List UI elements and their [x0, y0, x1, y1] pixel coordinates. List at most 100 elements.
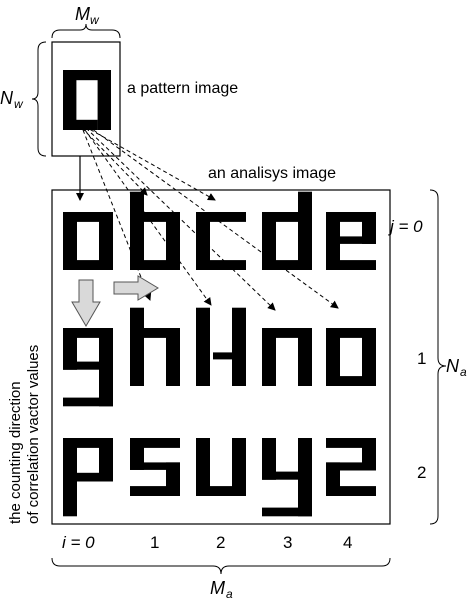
glyph-s-r2-c1: [130, 438, 180, 496]
glyph-stroke: [326, 260, 376, 270]
glyph-stroke: [196, 438, 210, 496]
glyph-stroke: [262, 471, 312, 480]
glyph-stroke: [99, 212, 113, 270]
col-label-2: 2: [216, 533, 225, 552]
glyph-stroke: [196, 307, 210, 386]
glyph-n-r1-c3: [262, 328, 312, 386]
glyph-stroke: [63, 438, 113, 448]
pattern-glyph-a: [63, 70, 111, 130]
glyph-stroke: [63, 212, 77, 270]
glyph-stroke: [326, 328, 376, 338]
glyph-stroke: [63, 397, 113, 407]
glyph-stroke: [326, 376, 376, 386]
pattern-width-brace: [51, 23, 121, 39]
glyph-stroke: [63, 472, 113, 482]
glyph-stroke: [213, 352, 233, 360]
glyph-stroke: [326, 328, 340, 386]
glyph-a-r0-c0: [63, 212, 113, 270]
cols-brace: [51, 557, 391, 575]
glyph-stroke: [262, 328, 312, 338]
cols-symbol: M: [210, 578, 225, 598]
col-label-4: 4: [343, 533, 352, 552]
glyph-stroke: [130, 191, 144, 270]
glyph-stroke: [130, 438, 180, 448]
glyph-k-r1-c2: [196, 307, 246, 386]
col-label-0: i = 0: [62, 533, 95, 552]
glyph-stroke: [130, 212, 180, 222]
glyph-z-r2-c4: [326, 438, 376, 496]
dashed-arrow-to-n: [85, 127, 276, 311]
pattern-height-subscript: w: [14, 97, 24, 111]
glyph-stroke: [298, 191, 312, 270]
glyph-stroke: [232, 438, 246, 496]
glyph-stroke: [104, 263, 113, 270]
glyph-stroke: [97, 70, 111, 130]
pattern-glyph-a: [63, 70, 111, 130]
row-label-1: 1: [417, 349, 426, 368]
glyph-stroke: [326, 438, 376, 448]
rows-brace: [429, 189, 447, 525]
glyph-stroke: [166, 328, 180, 386]
direction-text-line1: the counting direction: [7, 381, 24, 524]
dashed-arrow-to-h: [82, 129, 152, 301]
pattern-width-symbol: M: [75, 4, 90, 24]
glyph-stroke: [362, 438, 376, 467]
glyph-stroke: [262, 328, 276, 386]
glyph-stroke: [326, 212, 376, 222]
glyph-stroke: [102, 122, 111, 130]
analysis-caption: an analisys image: [208, 165, 336, 182]
glyph-stroke: [196, 212, 246, 222]
glyph-stroke: [63, 119, 98, 130]
glyph-h-r1-c1: [130, 307, 180, 386]
glyph-d-r0-c3: [262, 191, 312, 270]
glyph-stroke: [326, 486, 376, 496]
direction-text-line2: of correlation vactor values: [25, 345, 42, 524]
glyph-stroke: [130, 260, 180, 270]
row-label-0: j = 0: [388, 217, 423, 236]
direction-arrow-down: [71, 279, 101, 327]
glyph-stroke: [63, 328, 77, 370]
glyph-stroke: [326, 236, 376, 244]
glyph-stroke: [63, 70, 77, 130]
analysis-image-box: [51, 189, 391, 525]
rows-symbol: N: [446, 356, 460, 376]
pattern-width-subscript: w: [90, 13, 100, 27]
glyph-stroke: [262, 212, 312, 222]
glyph-stroke: [232, 307, 246, 386]
glyph-stroke: [99, 438, 113, 482]
col-label-3: 3: [283, 533, 292, 552]
pattern-caption: a pattern image: [127, 80, 238, 97]
glyph-o-r1-c4: [326, 328, 376, 386]
dashed-arrow-to-b: [81, 127, 148, 196]
glyph-stroke: [63, 361, 113, 370]
glyph-stroke: [130, 307, 144, 386]
glyph-stroke: [130, 328, 180, 338]
glyph-stroke: [237, 489, 246, 496]
glyph-p-r2-c0: [63, 438, 113, 517]
glyph-stroke: [63, 70, 111, 81]
pattern-height-brace: [31, 41, 47, 157]
glyph-u-r2-c2: [196, 438, 246, 496]
glyph-stroke: [63, 260, 99, 270]
glyph-stroke: [326, 462, 376, 471]
glyph-stroke: [362, 328, 376, 386]
glyph-stroke: [262, 438, 276, 480]
dashed-arrow-to-o: [87, 125, 339, 309]
glyph-stroke: [262, 507, 312, 517]
glyph-stroke: [196, 260, 246, 270]
glyph-stroke: [166, 212, 180, 270]
col-label-1: 1: [150, 533, 159, 552]
direction-arrow-right: [113, 275, 159, 301]
glyph-y-r2-c3: [262, 438, 312, 517]
cols-symbol-subscript: a: [226, 587, 233, 601]
glyph-b-r0-c1: [130, 191, 180, 270]
glyph-stroke: [130, 486, 180, 496]
glyph-stroke: [262, 260, 312, 270]
glyph-stroke: [196, 486, 232, 496]
glyph-stroke: [130, 438, 144, 470]
glyph-e-r0-c4: [326, 212, 376, 270]
dashed-arrow-to-k: [84, 129, 212, 306]
glyph-stroke: [298, 328, 312, 386]
